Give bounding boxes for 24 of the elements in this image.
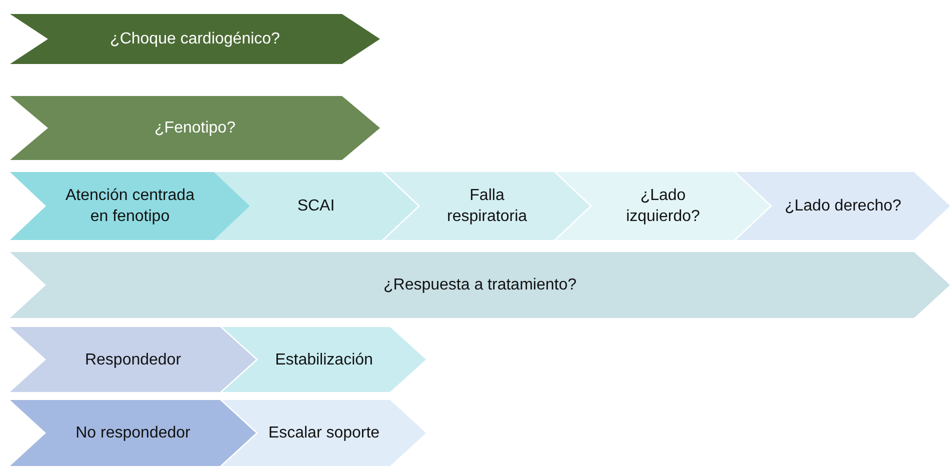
step-label: Respondedor xyxy=(84,350,182,370)
step-label: ¿Lado derecho? xyxy=(784,196,902,216)
chevron-step xyxy=(10,172,250,240)
step-label: ¿Lado izquierdo? xyxy=(625,186,701,227)
chevron-step xyxy=(10,252,950,318)
chevron-step xyxy=(736,172,950,240)
step-label: Estabilización xyxy=(275,350,373,370)
step-label: No respondedor xyxy=(76,424,190,444)
step-label: Escalar soporte xyxy=(268,424,380,444)
chevron-step xyxy=(10,14,380,64)
step-label: Falla respiratoria xyxy=(446,186,528,227)
step-label: ¿Fenotipo? xyxy=(154,118,236,138)
chevron-step xyxy=(214,172,418,240)
chevron-step xyxy=(556,172,770,240)
step-label: SCAI xyxy=(297,196,335,216)
step-label: ¿Respuesta a tratamiento? xyxy=(384,276,576,296)
chevron-step xyxy=(222,400,426,466)
chevron-step xyxy=(10,327,256,392)
chevron-step xyxy=(10,400,256,466)
chevron-step xyxy=(384,172,590,240)
chevron-step xyxy=(222,327,426,392)
step-label: Atención centrada en fenotipo xyxy=(64,186,196,227)
step-label: ¿Choque cardiogénico? xyxy=(110,30,280,50)
chevron-step xyxy=(10,96,380,160)
